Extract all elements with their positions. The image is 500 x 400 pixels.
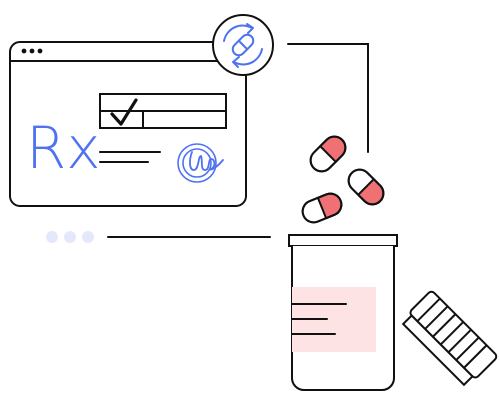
refresh-arrow-top (223, 24, 253, 42)
pill-icon (309, 135, 347, 173)
pill-bottle (288, 234, 398, 391)
capsule-icon (231, 33, 255, 57)
cap-rim (401, 314, 474, 387)
window-controls-icon (21, 48, 43, 54)
pill-refresh-icon (212, 14, 274, 76)
pill-icon (301, 192, 343, 224)
refresh-arrowhead-bottom (232, 56, 240, 68)
connector-lines (107, 43, 369, 238)
bottle-neck (288, 234, 398, 247)
bottle-cap (401, 290, 498, 387)
connector-refill-to-pills (287, 43, 369, 153)
bottle-label-lines (291, 303, 347, 335)
window-frame (9, 41, 247, 207)
signature-scribble (189, 151, 224, 171)
refresh-arrowhead-top (246, 23, 254, 34)
more-dots-icon (46, 231, 94, 243)
text-lines (99, 151, 161, 163)
cap-ridges (416, 297, 488, 369)
prescription-window: Rx (9, 41, 247, 207)
checkmark-icon (110, 98, 138, 126)
pill-icon (347, 168, 385, 206)
falling-pills (301, 135, 385, 224)
form-grid (99, 93, 227, 129)
signature-stamp-icon (177, 143, 224, 183)
rx-symbol: Rx (26, 114, 101, 182)
refresh-arrow-bottom (233, 48, 263, 66)
